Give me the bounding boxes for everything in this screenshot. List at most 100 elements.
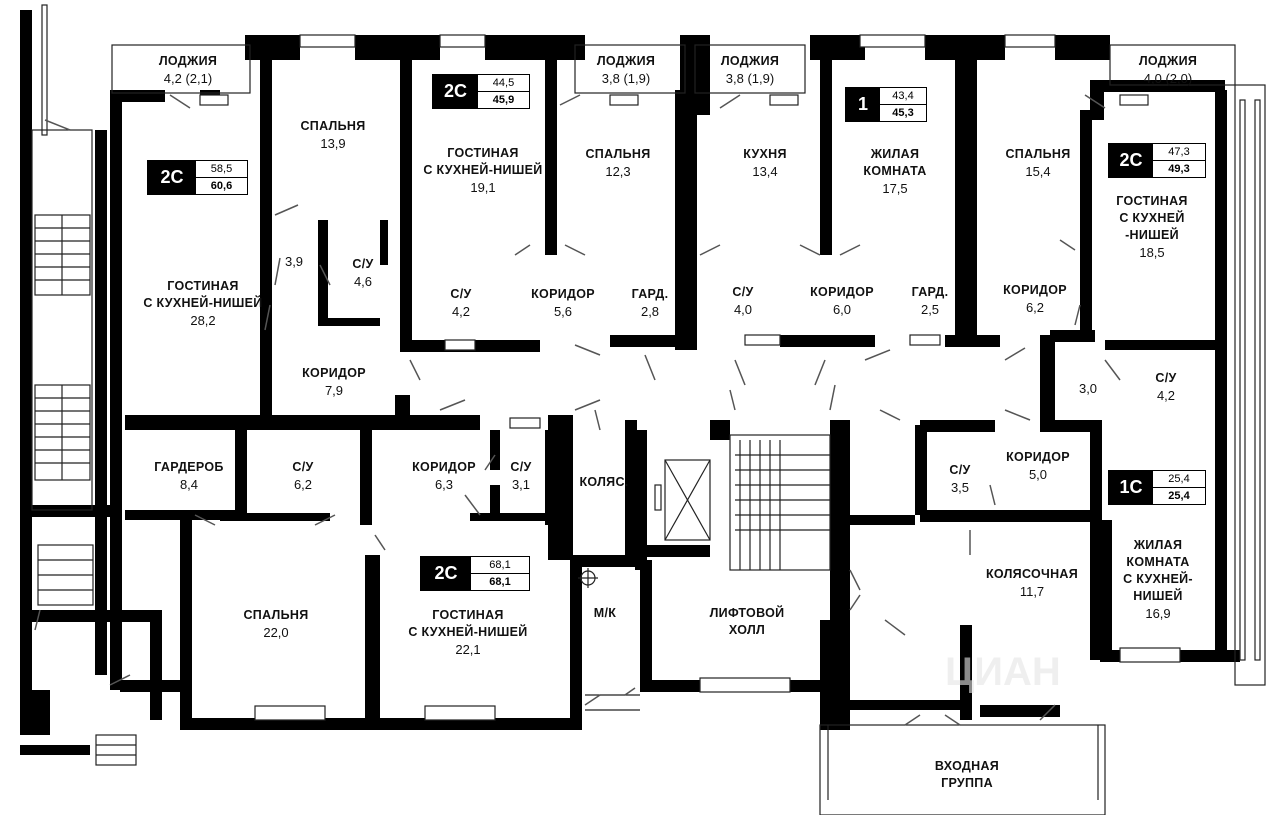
room-area: 8,4 bbox=[179, 477, 199, 492]
room-name: КУХНЯ bbox=[743, 147, 787, 161]
room-area: 12,3 bbox=[605, 164, 631, 179]
room-area: 6,3 bbox=[434, 477, 454, 492]
room-name: ЛОДЖИЯ bbox=[596, 54, 656, 68]
room-wardrobe-3: ГАРДЕРОБ 8,4 bbox=[154, 459, 223, 493]
room-name: КОРИДОР bbox=[1006, 450, 1070, 464]
room-bath-7: С/У 3,5 bbox=[949, 462, 970, 496]
room-name: ГАРДЕРОБ bbox=[154, 460, 224, 474]
room-area: 3,9 bbox=[284, 254, 304, 269]
living-area: 47,3 bbox=[1168, 146, 1190, 158]
room-closet-1: 3,9 bbox=[285, 253, 303, 270]
room-corridor-6: КОРИДОР 5,0 bbox=[1006, 449, 1070, 483]
room-loggia-2: ЛОДЖИЯ 3,8 (1,9) bbox=[597, 53, 655, 87]
room-name: КОРИДОР bbox=[1003, 283, 1067, 297]
room-stroller: КОЛЯС. bbox=[579, 474, 628, 491]
living-area: 68,1 bbox=[489, 559, 511, 571]
room-area: 4,0 bbox=[733, 302, 753, 317]
room-area: 3,8 (1,9) bbox=[725, 71, 775, 86]
room-area: 22,0 bbox=[263, 625, 289, 640]
windows bbox=[199, 34, 1181, 721]
room-area: 3,0 bbox=[1078, 381, 1098, 396]
total-area: 68,1 bbox=[471, 573, 529, 590]
apartment-type: 2С bbox=[1109, 144, 1153, 177]
room-name: ЛИФТОВОЙ ХОЛЛ bbox=[709, 606, 785, 637]
living-area: 25,4 bbox=[1168, 473, 1190, 485]
room-bedroom-3: СПАЛЬНЯ 15,4 bbox=[1005, 146, 1070, 180]
room-area: 17,5 bbox=[882, 181, 908, 196]
total-area: 45,9 bbox=[478, 91, 529, 108]
room-corridor-3: КОРИДОР 6,0 bbox=[810, 284, 874, 318]
apartment-type: 1С bbox=[1109, 471, 1153, 504]
room-area: 13,4 bbox=[752, 164, 778, 179]
room-name: С/У bbox=[949, 463, 971, 477]
room-name: КОРИДОР bbox=[810, 285, 874, 299]
room-area: 11,7 bbox=[1019, 584, 1045, 599]
room-stroller-room: КОЛЯСОЧНАЯ 11,7 bbox=[986, 566, 1078, 600]
apartment-type: 2С bbox=[433, 75, 478, 108]
room-name: ГАРД. bbox=[631, 287, 669, 301]
room-wardrobe-1: ГАРД. 2,8 bbox=[632, 286, 669, 320]
room-name: М/К bbox=[593, 606, 617, 620]
room-area: 2,8 bbox=[640, 304, 660, 319]
room-name: КОРИДОР bbox=[531, 287, 595, 301]
room-name: С/У bbox=[1155, 371, 1177, 385]
room-name: С/У bbox=[292, 460, 314, 474]
room-area: 13,9 bbox=[320, 136, 346, 151]
watermark: ЦИАН bbox=[945, 650, 1061, 694]
room-area: 3,8 (1,9) bbox=[601, 71, 651, 86]
living-area: 44,5 bbox=[492, 77, 515, 89]
room-name: ЛОДЖИЯ bbox=[720, 54, 780, 68]
room-name: ГОСТИНАЯ С КУХНЕЙ-НИШЕЙ bbox=[408, 608, 528, 639]
room-area: 6,0 bbox=[832, 302, 852, 317]
room-closet-2: 3,0 bbox=[1079, 380, 1097, 397]
room-name: КОЛЯС. bbox=[579, 475, 629, 489]
room-mk: М/К bbox=[594, 605, 616, 622]
room-corridor-2: КОРИДОР 5,6 bbox=[531, 286, 595, 320]
room-area: 4,0 (2,0) bbox=[1143, 71, 1193, 86]
room-area: 5,0 bbox=[1028, 467, 1048, 482]
total-area: 60,6 bbox=[196, 177, 247, 194]
room-area: 15,4 bbox=[1025, 164, 1051, 179]
room-area: 3,5 bbox=[950, 480, 970, 495]
room-bath-3: С/У 4,0 bbox=[732, 284, 753, 318]
room-area: 5,6 bbox=[553, 304, 573, 319]
apartment-areas: 44,5 45,9 bbox=[478, 75, 529, 108]
room-name: СПАЛЬНЯ bbox=[1005, 147, 1071, 161]
room-wardrobe-2: ГАРД.2,5 bbox=[912, 284, 949, 318]
room-name: ГАРД. bbox=[911, 285, 949, 299]
room-area: 22,1 bbox=[455, 642, 481, 657]
room-entrance: ВХОДНАЯ ГРУППА bbox=[935, 758, 999, 792]
room-name: КОЛЯСОЧНАЯ bbox=[985, 567, 1079, 581]
apartment-type: 1 bbox=[846, 88, 880, 121]
total-area: 45,3 bbox=[880, 104, 926, 121]
room-area: 7,9 bbox=[324, 383, 344, 398]
room-elevator-hall: ЛИФТОВОЙ ХОЛЛ bbox=[710, 605, 785, 639]
room-name: С/У bbox=[732, 285, 754, 299]
room-name: СПАЛЬНЯ bbox=[243, 608, 309, 622]
room-name: С/У bbox=[510, 460, 532, 474]
room-area: 28,2 bbox=[190, 313, 216, 328]
room-area: 16,9 bbox=[1145, 606, 1171, 621]
room-area: 4,6 bbox=[353, 274, 373, 289]
room-name: ЖИЛАЯ КОМНАТА bbox=[863, 147, 927, 178]
